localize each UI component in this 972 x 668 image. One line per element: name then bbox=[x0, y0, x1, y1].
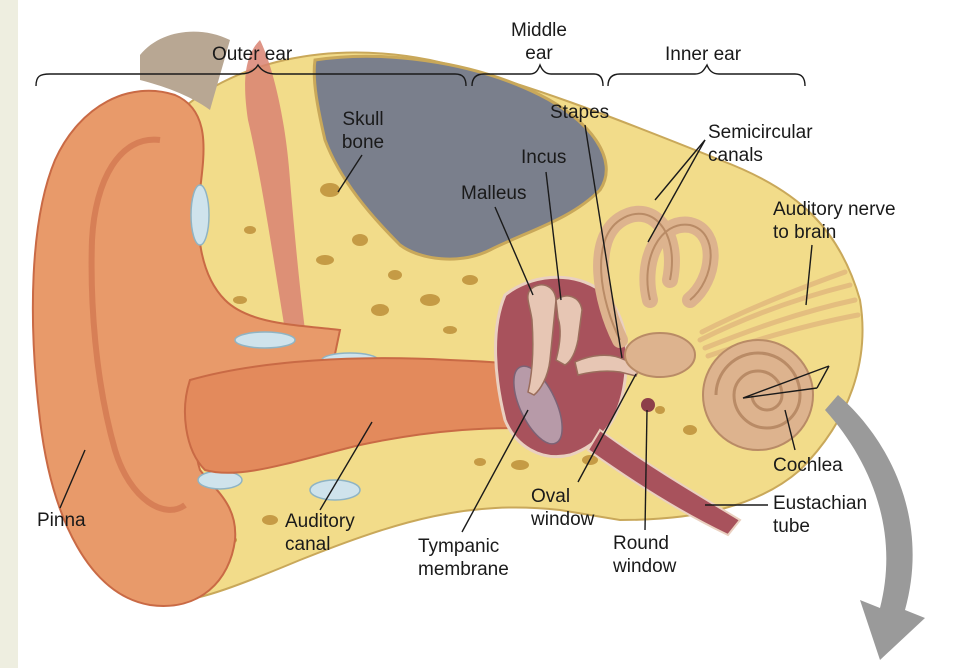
malleus-shape bbox=[527, 284, 557, 396]
leader-skull-bone bbox=[337, 154, 363, 193]
hair-tuft bbox=[140, 31, 230, 110]
label-auditory-canal-line1: Auditory bbox=[285, 511, 355, 532]
label-semicircular-line2: canals bbox=[708, 145, 763, 166]
cochlea-shape bbox=[702, 339, 814, 451]
label-skull-bone-line2: bone bbox=[341, 132, 385, 153]
pinna-shape bbox=[31, 89, 342, 607]
leader-stapes bbox=[584, 124, 623, 359]
label-eustachian-tube: Eustachian tube bbox=[773, 492, 867, 538]
label-eustachian-line1: Eustachian bbox=[773, 493, 868, 514]
label-pinna: Pinna bbox=[37, 510, 86, 531]
cranial-cavity bbox=[312, 54, 608, 261]
leader-semicircular-1 bbox=[654, 139, 706, 201]
muscle-strip bbox=[245, 40, 305, 330]
outer-ear-bracket bbox=[35, 63, 467, 87]
leader-tympanic bbox=[461, 409, 529, 533]
round-window-shape bbox=[641, 398, 655, 412]
label-outer-ear: Outer ear bbox=[212, 44, 293, 65]
label-inner-ear: Inner ear bbox=[665, 44, 742, 65]
cartilage bbox=[190, 184, 379, 501]
label-round-window: Round window bbox=[613, 532, 676, 578]
label-oval-window: Oval window bbox=[531, 485, 594, 531]
auditory-canal-shape bbox=[184, 357, 550, 474]
label-auditory-nerve: Auditory nerve to brain bbox=[773, 198, 896, 244]
leader-auditory-nerve bbox=[805, 244, 813, 306]
label-auditory-nerve-line2: to brain bbox=[773, 222, 837, 243]
tympanic-membrane-shape bbox=[513, 365, 563, 445]
leader-semicircular-2 bbox=[647, 139, 706, 243]
zoom-arrow bbox=[825, 395, 925, 660]
label-middle-ear: Middle ear bbox=[503, 19, 575, 65]
margin-strip bbox=[0, 0, 18, 668]
vestibule-shape bbox=[624, 332, 696, 378]
bottom-band bbox=[18, 600, 972, 668]
leader-oval-window bbox=[577, 373, 637, 483]
label-malleus: Malleus bbox=[461, 183, 527, 204]
label-cochlea: Cochlea bbox=[773, 455, 843, 476]
leader-lines bbox=[59, 124, 830, 533]
label-tympanic-line2: membrane bbox=[418, 559, 509, 580]
leader-round-window bbox=[644, 409, 648, 531]
label-tympanic-line1: Tympanic bbox=[418, 536, 500, 557]
label-middle-ear-line1: Middle bbox=[511, 20, 567, 41]
label-eustachian-line2: tube bbox=[773, 516, 810, 537]
label-stapes: Stapes bbox=[550, 102, 610, 123]
leader-incus bbox=[545, 171, 562, 301]
label-auditory-canal: Auditory canal bbox=[285, 510, 355, 556]
label-semicircular-line1: Semicircular bbox=[708, 122, 813, 143]
inner-ear-bracket bbox=[607, 63, 806, 87]
stapes-shape bbox=[574, 354, 641, 377]
label-semicircular-canals: Semicircular canals bbox=[708, 121, 813, 167]
middle-ear-bracket bbox=[471, 63, 604, 87]
label-oval-window-line2: window bbox=[531, 509, 595, 530]
label-middle-ear-line2: ear bbox=[525, 43, 553, 64]
eustachian-tube-shape bbox=[586, 428, 742, 537]
region-brackets bbox=[35, 63, 806, 87]
leader-pinna bbox=[59, 449, 86, 509]
label-tympanic-membrane: Tympanic membrane bbox=[418, 535, 509, 581]
label-round-window-line2: window bbox=[613, 556, 677, 577]
label-skull-bone-line1: Skull bbox=[342, 109, 384, 130]
label-incus: Incus bbox=[521, 147, 567, 168]
pinna-fold bbox=[88, 136, 187, 513]
leader-auditory-canal bbox=[319, 421, 373, 511]
label-round-window-line1: Round bbox=[613, 533, 669, 554]
incus-shape bbox=[555, 295, 583, 366]
label-auditory-canal-line2: canal bbox=[285, 534, 331, 555]
leader-malleus bbox=[494, 206, 534, 296]
leader-cochlea bbox=[742, 365, 830, 399]
label-oval-window-line1: Oval bbox=[531, 486, 571, 507]
label-skull-bone: Skull bone bbox=[335, 108, 391, 154]
leader-cochlea-stem bbox=[784, 409, 796, 451]
label-auditory-nerve-line1: Auditory nerve bbox=[773, 199, 896, 220]
bone-pores bbox=[223, 183, 697, 544]
